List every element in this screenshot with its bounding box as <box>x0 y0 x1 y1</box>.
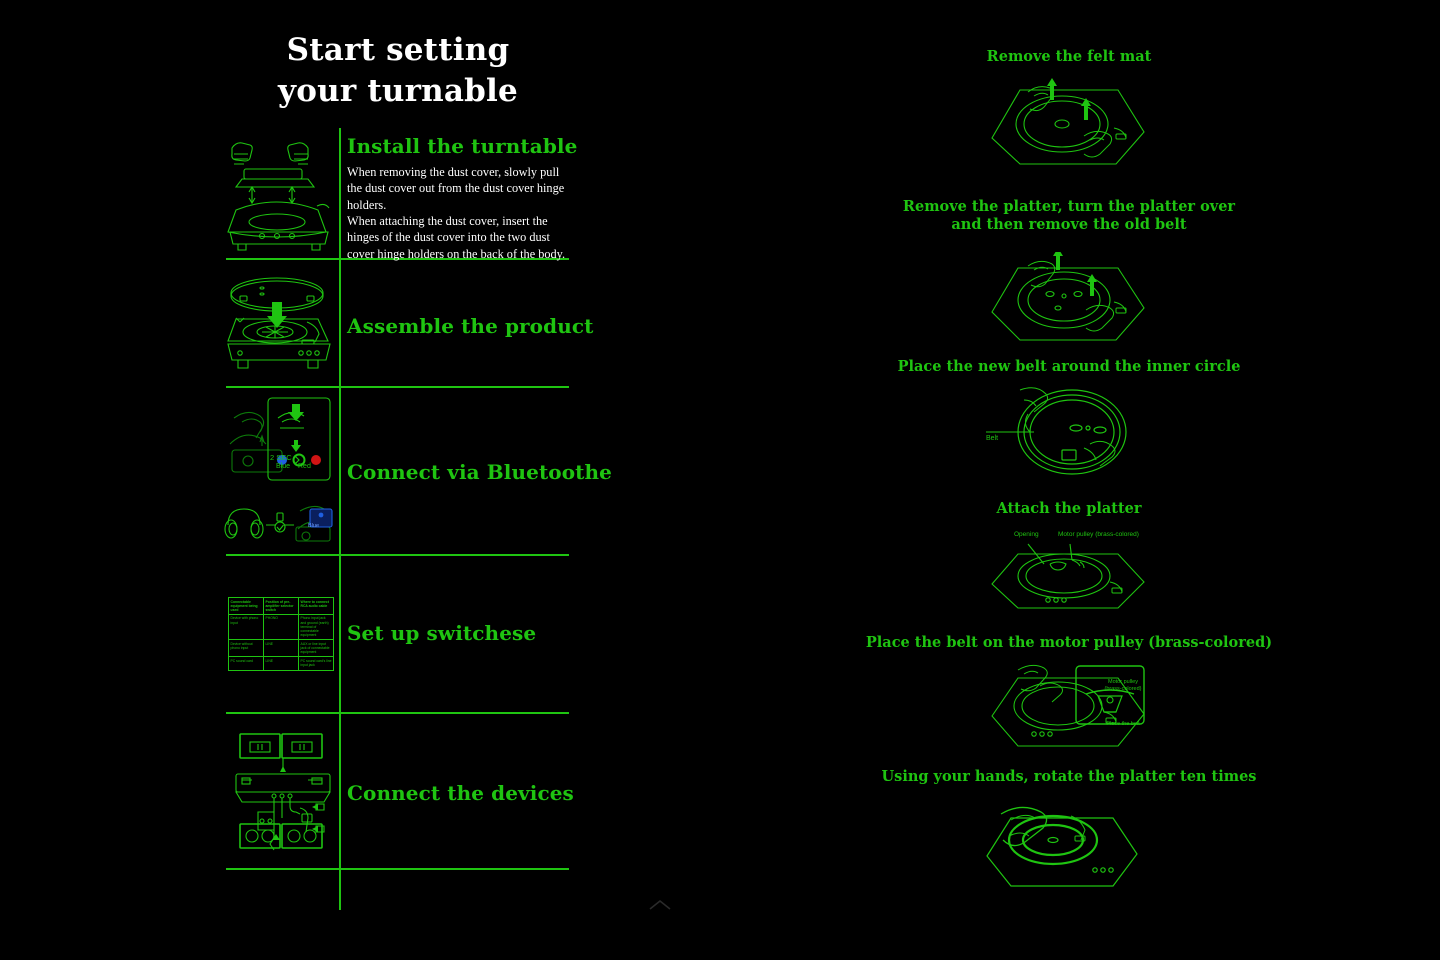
install-turntable-illustration <box>222 136 336 259</box>
chevron-up-icon[interactable] <box>648 898 672 912</box>
switch-table-cell-0-2: Phono input jack and ground (earth) term… <box>298 613 334 641</box>
step-4-text: Set up switchese <box>347 621 536 645</box>
belt-step-2-heading: Remove the platter, turn the platter ove… <box>902 198 1236 234</box>
step-divider-4 <box>226 712 569 714</box>
belt-callout-label: Belt <box>986 435 999 442</box>
device-wiring-illustration <box>228 728 338 859</box>
remove-platter-illustration <box>988 248 1148 349</box>
switch-table-cell-1-0: Device without phono input <box>228 639 264 657</box>
headphone-device-blue-label: Blue <box>308 523 320 529</box>
switch-table-cell-0-1: PHONO <box>263 613 299 641</box>
switch-table-cell-2-0: PC sound card <box>228 656 264 671</box>
motor-pulley-box-line2: (brass-colored) <box>1104 686 1142 693</box>
bluetooth-hold-duration: 2 SEC <box>270 453 292 462</box>
step-4-heading: Set up switchese <box>347 621 537 645</box>
switch-table-col-0: Connectable equipment being used <box>228 597 264 615</box>
switch-table-cell-2-2: PC sound card's line input jack <box>298 656 334 671</box>
step-1-body: When removing the dust cover, slowly pul… <box>347 165 566 261</box>
assemble-product-illustration <box>222 270 336 385</box>
step-2-heading: Assemble the product <box>347 314 594 338</box>
bluetooth-pairing-illustration <box>226 396 338 489</box>
opening-callout-label: Opening <box>1014 531 1039 538</box>
switch-table-cell-1-2: AUX or line input jack of connectable eq… <box>298 639 334 657</box>
belt-step-6-heading: Using your hands, rotate the platter ten… <box>881 768 1257 785</box>
led-red-label: Red <box>298 463 311 470</box>
place-belt-inner-circle-illustration <box>980 386 1150 485</box>
page-title-line1: Start setting <box>286 32 510 68</box>
step-divider-5 <box>226 868 569 870</box>
remove-felt-mat-illustration <box>988 72 1148 173</box>
switch-table-cell-1-1: LINE <box>263 639 299 657</box>
place-the-belt-box-label: Place the belt <box>1106 721 1140 727</box>
belt-step-4-heading: Attach the platter <box>996 500 1142 517</box>
step-1-text: Install the turntable When removing the … <box>347 134 577 262</box>
step-divider-1 <box>226 258 569 260</box>
page-title: Start setting your turnable <box>226 30 570 112</box>
attach-platter-illustration <box>988 542 1148 615</box>
led-blue-label: Blue <box>276 463 291 470</box>
step-1-heading: Install the turntable <box>347 134 578 158</box>
page-title-line2: your turnable <box>278 72 518 109</box>
headphone-pairing-illustration <box>222 503 334 548</box>
switch-table-cell-2-1: LINE <box>263 656 299 671</box>
switch-table-col-1: Position of pre-amplifier selector switc… <box>263 597 299 615</box>
switch-table-col-2: Where to connect RCA audio cable <box>298 597 334 615</box>
step-2-text: Assemble the product <box>347 314 593 338</box>
belt-step-3-heading: Place the new belt around the inner circ… <box>897 358 1241 375</box>
rotate-platter-illustration <box>975 796 1145 897</box>
motor-pulley-callout-label: Motor pulley (brass-colored) <box>1058 531 1139 538</box>
motor-pulley-box-line1: Motor pulley <box>1108 679 1138 685</box>
belt-step-5-heading: Place the belt on the motor pulley (bras… <box>865 634 1273 651</box>
belt-on-motor-pulley-illustration <box>988 660 1148 757</box>
switch-table-cell-0-0: Device with phono input <box>228 613 264 641</box>
step-divider-3 <box>226 554 569 556</box>
motor-pulley-box-label: Motor pulley (brass-colored) <box>1091 679 1155 693</box>
belt-step-1-heading: Remove the felt mat <box>986 48 1152 65</box>
column-divider <box>339 128 341 910</box>
step-5-heading: Connect the devices <box>347 781 574 805</box>
step-5-text: Connect the devices <box>347 781 574 805</box>
step-3-text: Connect via Bluetoothe <box>347 460 612 484</box>
step-divider-2 <box>226 386 569 388</box>
step-3-heading: Connect via Bluetoothe <box>347 460 612 484</box>
